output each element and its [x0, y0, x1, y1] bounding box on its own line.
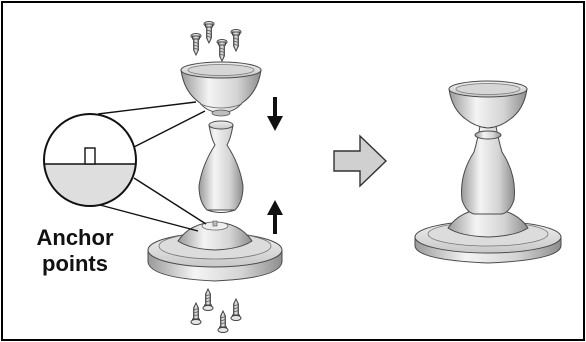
assembled-candlestick [414, 80, 562, 264]
candle-cup-part [180, 61, 262, 117]
magnifier-lens [43, 113, 137, 207]
anchor-peg [84, 147, 96, 165]
callout-label-line1: Anchor [36, 225, 114, 250]
arrow-down-icon [267, 97, 283, 131]
base-part [147, 220, 283, 282]
arrow-up-icon [267, 200, 283, 234]
stem-part [198, 120, 244, 213]
arrow-right-icon [333, 134, 388, 188]
callout-label-line2: points [42, 251, 108, 276]
